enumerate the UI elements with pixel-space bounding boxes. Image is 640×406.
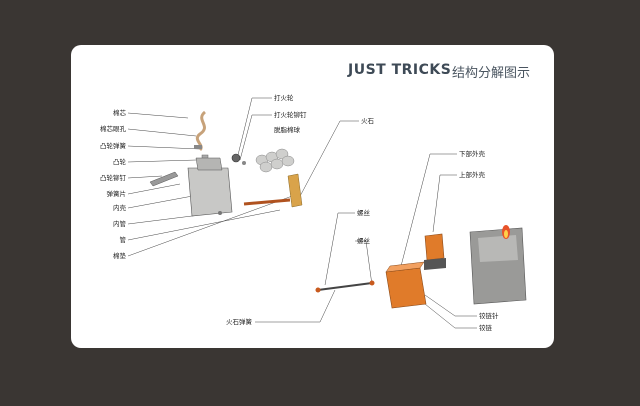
label-flint-wheel-rivet: 打火轮铆钉 bbox=[274, 111, 307, 119]
lower-case-drawing bbox=[385, 261, 427, 309]
label-screw-2: 螺丝 bbox=[357, 237, 370, 245]
brand-title: JUST TRICKS bbox=[348, 62, 452, 78]
flint-wheel-drawing bbox=[231, 153, 241, 163]
label-hinge-pin: 铰链针 bbox=[479, 312, 499, 320]
label-tube: 管 bbox=[119, 236, 127, 244]
label-wick-hole: 棉芯眼孔 bbox=[100, 125, 126, 133]
label-spring-plate: 弹簧片 bbox=[106, 190, 127, 198]
label-screw: 螺丝 bbox=[357, 209, 370, 217]
cotton-balls-drawing bbox=[255, 148, 295, 173]
label-flint: 火石 bbox=[361, 117, 374, 125]
label-cam-spring: 凸轮弹簧 bbox=[100, 142, 126, 150]
assembled-lighter-drawing bbox=[469, 225, 527, 305]
label-cam: 凸轮 bbox=[113, 158, 126, 166]
label-felt-pad: 棉垫 bbox=[113, 252, 126, 260]
wick-drawing bbox=[195, 110, 207, 152]
label-cotton-balls: 脱脂棉球 bbox=[274, 126, 300, 134]
label-cam-rivet: 凸轮铆钉 bbox=[100, 174, 126, 182]
label-inner-tube: 内管 bbox=[113, 220, 126, 228]
label-flint-spring: 火石弹簧 bbox=[226, 318, 252, 326]
upper-case-drawing bbox=[424, 233, 446, 270]
leader-lines bbox=[127, 97, 477, 329]
diagram-subtitle: 结构分解图示 bbox=[452, 66, 531, 81]
label-hinge: 铰链 bbox=[479, 324, 492, 332]
label-wick: 棉芯 bbox=[113, 109, 126, 117]
label-upper-case: 上部外壳 bbox=[459, 171, 485, 179]
label-flint-wheel: 打火轮 bbox=[274, 94, 294, 102]
flint-spring-drawing bbox=[315, 280, 375, 293]
inner-case-drawing bbox=[187, 157, 233, 217]
label-lower-case: 下部外壳 bbox=[459, 150, 485, 158]
label-inner-case: 内壳 bbox=[113, 204, 126, 212]
